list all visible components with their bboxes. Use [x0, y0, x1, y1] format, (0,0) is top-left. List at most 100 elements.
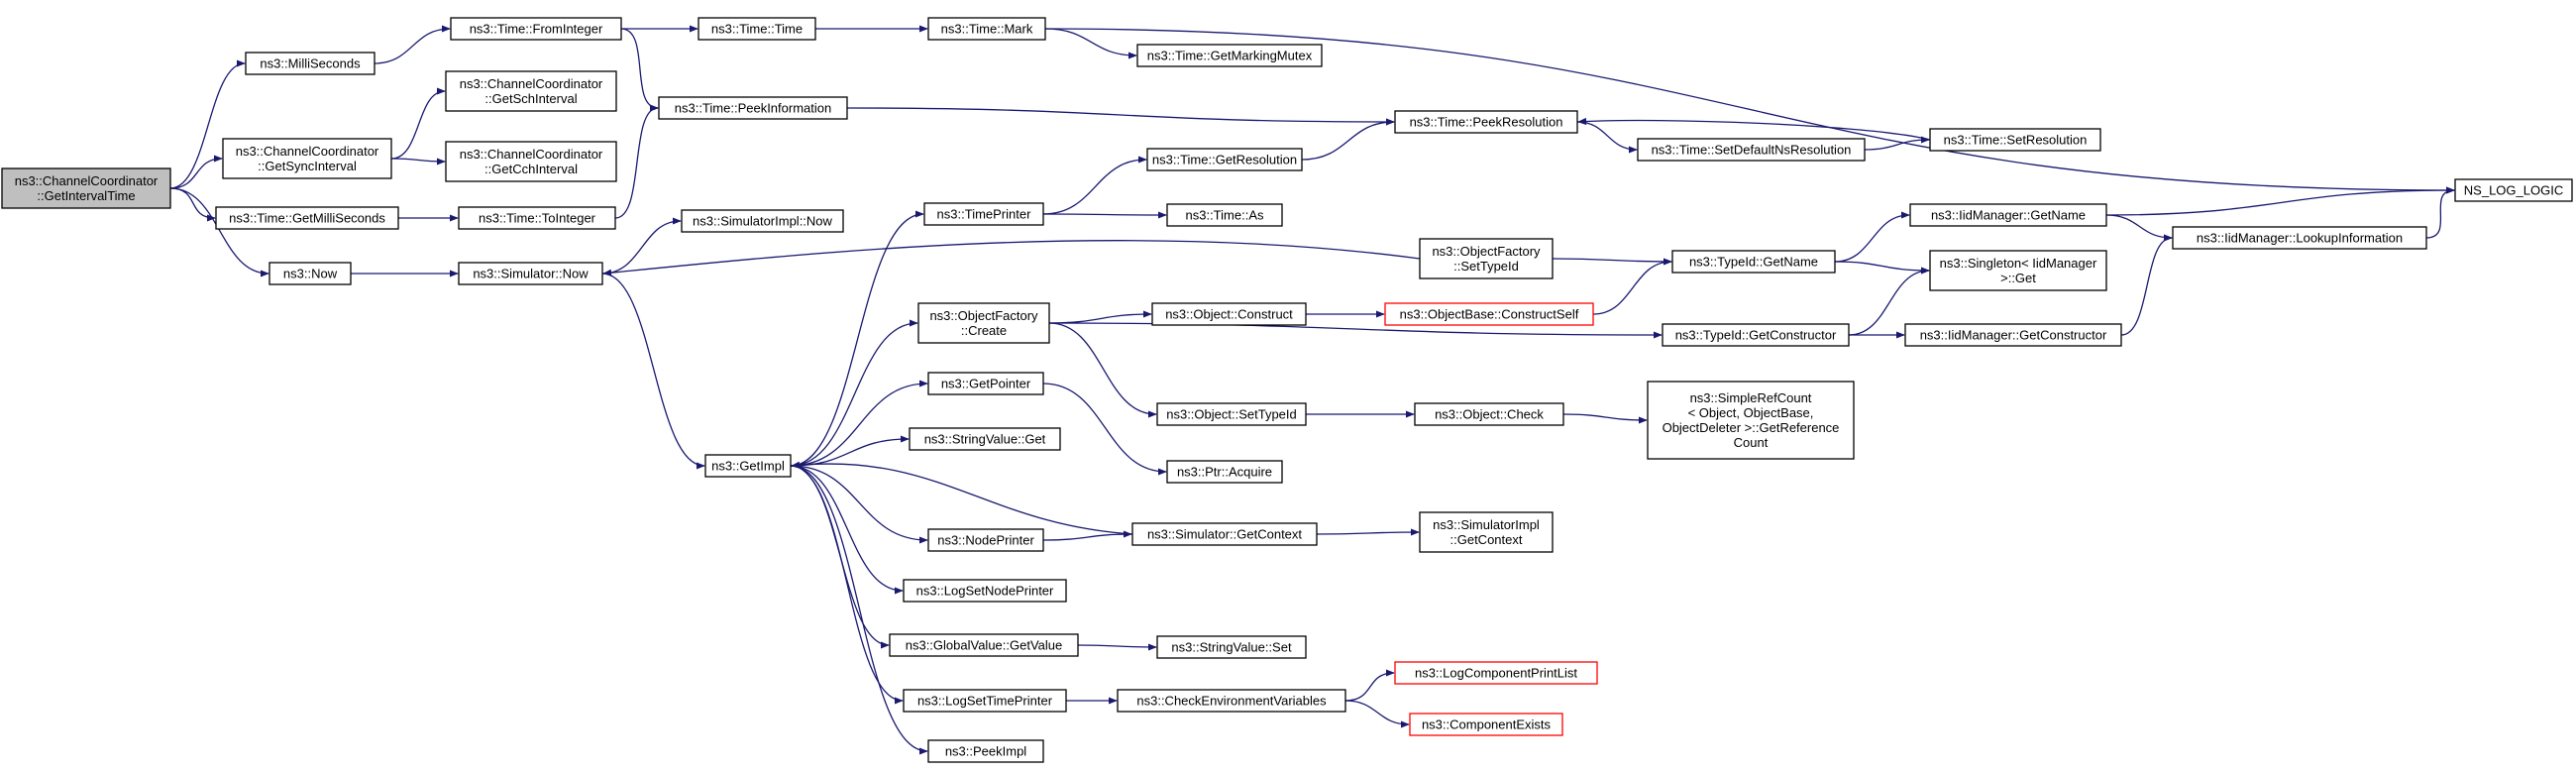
node-time-time[interactable]: ns3::Time::Time	[698, 17, 816, 41]
node-box	[1117, 689, 1346, 713]
edge-timeprinter-to-getresolution	[1042, 156, 1147, 215]
node-setdefaultnsresolution[interactable]: ns3::Time::SetDefaultNsResolution	[1637, 138, 1866, 162]
node-singleton-get[interactable]: ns3::Singleton< IidManager>::Get	[1929, 250, 2107, 291]
node-getpointer[interactable]: ns3::GetPointer	[927, 372, 1044, 395]
node-getschinterval[interactable]: ns3::ChannelCoordinator::GetSchInterval	[445, 70, 617, 112]
node-label: Count	[1734, 435, 1769, 450]
node-simplerefcount[interactable]: ns3::SimpleRefCount< Object, ObjectBase,…	[1647, 381, 1855, 460]
node-setresolution[interactable]: ns3::Time::SetResolution	[1929, 128, 2101, 152]
node-globalvalue-getvalue[interactable]: ns3::GlobalValue::GetValue	[889, 633, 1079, 657]
edge-objfactory-settypeid-to-sim-now	[602, 240, 1421, 276]
node-logsetnodeprinter[interactable]: ns3::LogSetNodePrinter	[903, 579, 1067, 603]
node-objfactory-create[interactable]: ns3::ObjectFactory::Create	[917, 302, 1050, 344]
edge-nodeprinter-to-sim_getcontext	[1042, 530, 1132, 541]
edge-peekresolution-to-setdefaultnsresolution	[1576, 121, 1638, 154]
node-label: ns3::Now	[283, 267, 338, 281]
node-label: ns3::TypeId::GetName	[1689, 255, 1818, 270]
edge-objfactory_create-to-object_settypeid	[1048, 322, 1157, 418]
node-ns-log-logic[interactable]: NS_LOG_LOGIC	[2454, 178, 2573, 202]
node-label: ns3::ObjectFactory	[1432, 244, 1541, 259]
node-label: >::Get	[2000, 271, 2036, 285]
edge-typeid_getname-to-iidmanager_getname	[1834, 211, 1910, 263]
edge-typeid_getname-to-singleton_get	[1834, 261, 1930, 275]
node-box	[1, 167, 171, 209]
node-logcomponentprintlist[interactable]: ns3::LogComponentPrintList	[1394, 661, 1598, 685]
edge-getimpl-to-timeprinter	[790, 210, 924, 467]
node-object-construct[interactable]: ns3::Object::Construct	[1151, 302, 1307, 326]
node-label: ::GetSchInterval	[484, 91, 577, 106]
node-getresolution[interactable]: ns3::Time::GetResolution	[1146, 148, 1303, 171]
node-box	[1166, 203, 1283, 227]
node-label: ns3::StringValue::Get	[924, 432, 1046, 447]
node-now[interactable]: ns3::Now	[268, 262, 352, 285]
node-label: ns3::ChannelCoordinator	[15, 173, 159, 188]
node-tointeger[interactable]: ns3::Time::ToInteger	[458, 206, 616, 230]
node-peekresolution[interactable]: ns3::Time::PeekResolution	[1394, 110, 1578, 134]
node-label: ns3::PeekImpl	[945, 744, 1026, 759]
node-lookupinfo[interactable]: ns3::IidManager::LookupInformation	[2172, 226, 2427, 250]
nodes: ns3::ChannelCoordinator::GetIntervalTime…	[1, 17, 2573, 763]
node-box	[1131, 522, 1318, 546]
node-sim-getcontext[interactable]: ns3::Simulator::GetContext	[1131, 522, 1318, 546]
node-nodeprinter[interactable]: ns3::NodePrinter	[927, 528, 1044, 552]
node-simimpl-now[interactable]: ns3::SimulatorImpl::Now	[681, 209, 844, 233]
node-root[interactable]: ns3::ChannelCoordinator::GetIntervalTime	[1, 167, 171, 209]
node-label: ns3::Time::SetDefaultNsResolution	[1652, 143, 1852, 158]
node-timeprinter[interactable]: ns3::TimePrinter	[923, 202, 1044, 226]
edge-lookupinfo-to-ns_log_logic	[2425, 186, 2455, 239]
node-box	[923, 202, 1044, 226]
node-getimpl[interactable]: ns3::GetImpl	[704, 454, 792, 478]
edge-root-to-getsyncinterval	[169, 155, 223, 189]
node-label: ::Create	[961, 323, 1007, 338]
node-time-mark[interactable]: ns3::Time::Mark	[927, 17, 1046, 41]
node-box	[658, 96, 848, 120]
node-box	[1647, 381, 1855, 460]
node-stringvalue-set[interactable]: ns3::StringValue::Set	[1156, 635, 1307, 659]
node-box	[1384, 302, 1594, 326]
node-box	[1909, 203, 2107, 227]
edge-getimpl-to-peekimpl	[790, 465, 928, 755]
node-logsettimeprinter[interactable]: ns3::LogSetTimePrinter	[903, 689, 1067, 713]
node-milliseconds[interactable]: ns3::MilliSeconds	[245, 52, 376, 75]
edge-setresolution-to-peekresolution	[1577, 117, 1931, 141]
edge-getimpl-to-objfactory_create	[790, 319, 918, 467]
node-box	[2172, 226, 2427, 250]
node-typeid-getconstructor[interactable]: ns3::TypeId::GetConstructor	[1662, 323, 1850, 347]
node-box	[1394, 661, 1598, 685]
node-label: ns3::NodePrinter	[937, 533, 1034, 548]
node-sim-now[interactable]: ns3::Simulator::Now	[458, 262, 603, 285]
node-box	[1637, 138, 1866, 162]
node-iidmanager-getconstructor[interactable]: ns3::IidManager::GetConstructor	[1904, 323, 2122, 347]
edge-getsyncinterval-to-getcchinterval	[390, 158, 446, 165]
node-object-settypeid[interactable]: ns3::Object::SetTypeId	[1156, 402, 1307, 426]
node-objfactory-settypeid[interactable]: ns3::ObjectFactory::SetTypeId	[1419, 238, 1554, 279]
node-peekimpl[interactable]: ns3::PeekImpl	[927, 739, 1044, 763]
edge-objfactory_settypeid-to-typeid_getname	[1552, 258, 1672, 266]
node-box	[1929, 128, 2101, 152]
edge-setdefaultnsresolution-to-setresolution	[1864, 136, 1930, 151]
node-label: ns3::StringValue::Set	[1171, 640, 1292, 655]
node-typeid-getname[interactable]: ns3::TypeId::GetName	[1671, 250, 1836, 274]
node-object-check[interactable]: ns3::Object::Check	[1414, 402, 1564, 426]
node-simimpl-getcontext[interactable]: ns3::SimulatorImpl::GetContext	[1419, 511, 1554, 553]
node-time-as[interactable]: ns3::Time::As	[1166, 203, 1283, 227]
edge-sim-getcontext-to-getimpl	[791, 461, 1133, 535]
edge-iidmanager_getconstructor-to-lookupinfo	[2120, 234, 2173, 336]
edges	[169, 25, 2455, 755]
node-getmarkingmutex[interactable]: ns3::Time::GetMarkingMutex	[1136, 44, 1323, 67]
node-label: ns3::GetPointer	[941, 377, 1031, 391]
node-box	[917, 302, 1050, 344]
node-box	[903, 689, 1067, 713]
node-getsyncinterval[interactable]: ns3::ChannelCoordinator::GetSyncInterval	[222, 138, 392, 179]
node-stringvalue-get[interactable]: ns3::StringValue::Get	[909, 427, 1061, 451]
node-iidmanager-getname[interactable]: ns3::IidManager::GetName	[1909, 203, 2107, 227]
node-checkenv[interactable]: ns3::CheckEnvironmentVariables	[1117, 689, 1346, 713]
node-componentexists[interactable]: ns3::ComponentExists	[1409, 713, 1563, 736]
node-ptr-acquire[interactable]: ns3::Ptr::Acquire	[1166, 460, 1283, 484]
edge-checkenv-to-logcomponentprintlist	[1344, 669, 1395, 702]
node-time-getmilliseconds[interactable]: ns3::Time::GetMilliSeconds	[215, 206, 399, 230]
node-getcchinterval[interactable]: ns3::ChannelCoordinator::GetCchInterval	[445, 141, 617, 182]
node-peekinfo[interactable]: ns3::Time::PeekInformation	[658, 96, 848, 120]
node-fromint[interactable]: ns3::Time::FromInteger	[450, 17, 622, 41]
node-objbase-constructself[interactable]: ns3::ObjectBase::ConstructSelf	[1384, 302, 1594, 326]
